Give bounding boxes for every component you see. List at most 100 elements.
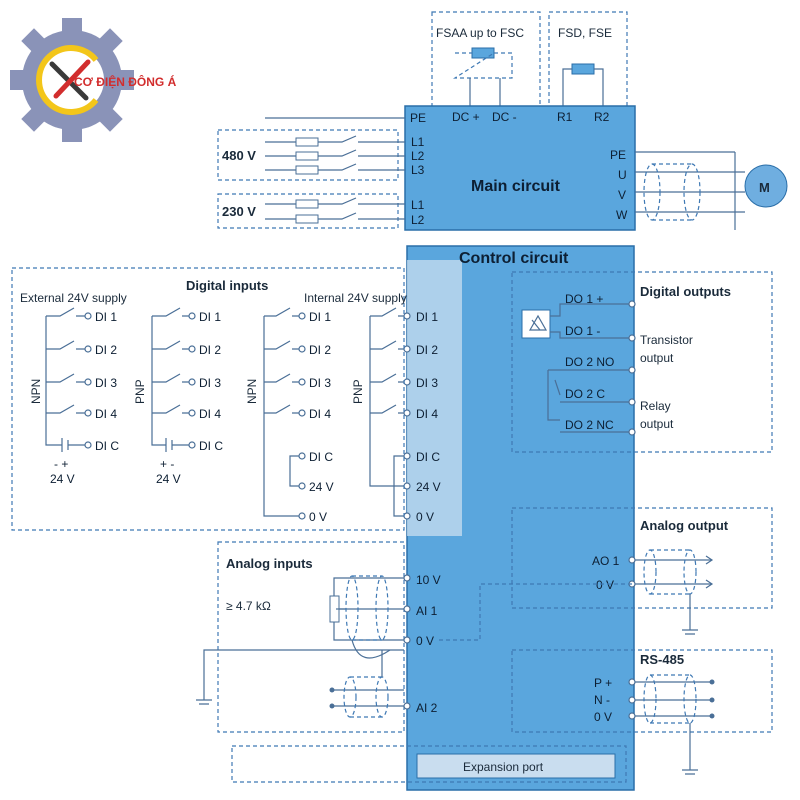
control-circuit-title: Control circuit [459,250,569,267]
fsd-label: FSD, FSE [558,26,612,40]
analog-inputs-title: Analog inputs [226,556,313,571]
int-npn-di4: DI 4 [309,407,331,421]
block-di1: DI 1 [416,310,438,324]
int-npn-dic: DI C [309,450,333,464]
rs485-0v: 0 V [594,710,612,724]
block-0v: 0 V [416,510,434,524]
ext-npn-di3: DI 3 [95,376,117,390]
external-supply-label: External 24V supply [20,291,127,305]
analog-output-section: Analog output AO 1 0 V [437,507,773,641]
brake-resistor-1 [471,47,495,59]
block-di2: DI 2 [416,343,438,357]
optocoupler-icon [521,309,551,339]
ext-npn-di4: DI 4 [95,407,117,421]
digital-outputs-section: Digital outputs DO 1 + DO 1 - Transistor… [511,271,773,453]
ext-npn-di1: DI 1 [95,310,117,324]
int-npn-group: NPN DI 1 DI 2 DI 3 DI 4 DI C 24 V 0 V [245,307,334,524]
block-di4: DI 4 [416,407,438,421]
do2-c: DO 2 C [565,387,605,401]
relay-label-1: Relay [640,399,671,413]
term-l1-230: L1 [411,198,425,212]
int-npn-di3: DI 3 [309,376,331,390]
ext-pnp-di2: DI 2 [199,343,221,357]
block-dic: DI C [416,450,440,464]
rs485-p: P + [594,676,612,690]
digital-input-terminal-panel [407,260,462,536]
mains-input-wiring: 480 V 230 V [217,117,405,229]
term-l2-480: L2 [411,149,425,163]
ai2: AI 2 [416,701,438,715]
int-pnp-group: PNP [351,307,404,517]
int-npn-di1: DI 1 [309,310,331,324]
relay-label-2: output [640,417,674,431]
int-npn-0v: 0 V [309,510,327,524]
term-r1: R1 [557,110,573,124]
ext-npn-label: NPN [29,379,43,404]
transistor-label-1: Transistor [640,333,693,347]
brake-resistor-2 [571,63,595,75]
expansion-section [231,745,627,783]
int-npn-di2: DI 2 [309,343,331,357]
ext-npn-polarity: - + [54,457,68,471]
do2-no: DO 2 NO [565,355,614,369]
term-dc-plus: DC + [452,110,480,124]
voltage-230-label: 230 V [222,204,256,219]
do2-nc: DO 2 NC [565,418,614,432]
potentiometer-label: ≥ 4.7 kΩ [226,599,271,613]
term-v: V [618,188,626,202]
motor-wiring: M [635,151,788,230]
ext-pnp-di4: DI 4 [199,407,221,421]
main-circuit-title: Main circuit [471,178,561,195]
block-di-terminals: DI 1 DI 2 DI 3 DI 4 DI C 24 V 0 V [403,310,441,524]
gear-icon [10,18,134,142]
motor-icon [744,164,788,208]
digital-inputs-section: Digital inputs External 24V supply Inter… [11,267,407,531]
int-npn-24v: 24 V [309,480,334,494]
internal-supply-label: Internal 24V supply [304,291,407,305]
analog-output-title: Analog output [640,518,729,533]
digital-inputs-title: Digital inputs [186,278,268,293]
analog-inputs-section: Analog inputs ≥ 4.7 kΩ 10 V AI 1 0 V AI … [196,541,441,733]
logo-text: CƠ ĐIỆN ĐÔNG Á [74,74,177,89]
expansion-port [416,753,616,779]
ext-npn-voltage: 24 V [50,472,75,486]
term-l3-480: L3 [411,163,425,177]
do1-minus: DO 1 - [565,324,600,338]
int-pnp-label: PNP [351,379,365,404]
term-pe-out: PE [610,148,626,162]
ext-pnp-polarity: + - [160,457,174,471]
wrench-screwdriver-icon [49,59,91,101]
term-dc-minus: DC - [492,110,517,124]
term-l2-230: L2 [411,213,425,227]
ai1: AI 1 [416,604,438,618]
digital-outputs-title: Digital outputs [640,284,731,299]
ao-0v: 0 V [596,578,614,592]
voltage-480-label: 480 V [222,148,256,163]
fsaa-label: FSAA up to FSC [436,26,524,40]
term-u: U [618,168,627,182]
ext-pnp-voltage: 24 V [156,472,181,486]
ai-10v: 10 V [416,573,441,587]
ao1: AO 1 [592,554,620,568]
ext-npn-di2: DI 2 [95,343,117,357]
ext-npn-dic: DI C [95,439,119,453]
ext-pnp-dic: DI C [199,439,223,453]
block-di3: DI 3 [416,376,438,390]
do1-plus: DO 1 + [565,292,603,306]
control-circuit-block: Control circuit Expansion port [406,245,635,791]
ai-0v: 0 V [416,634,434,648]
term-l1-480: L1 [411,135,425,149]
rs485-section: RS-485 P + N - 0 V [511,649,773,775]
motor-label: M [759,180,770,195]
int-npn-label: NPN [245,379,259,404]
transistor-label-2: output [640,351,674,365]
term-r2: R2 [594,110,610,124]
term-pe-in: PE [410,111,426,125]
block-24v: 24 V [416,480,441,494]
ext-pnp-group: PNP DI 1 DI 2 DI 3 DI 4 DI C + - 24 V [133,307,223,486]
logo: CƠ ĐIỆN ĐÔNG Á [10,18,177,142]
main-circuit-block: Main circuit DC + DC - R1 R2 PE L1 L2 L3… [404,105,636,231]
ext-npn-group: NPN DI 1 DI 2 DI 3 DI 4 DI C - + 24 V [29,307,119,486]
ext-pnp-label: PNP [133,379,147,404]
